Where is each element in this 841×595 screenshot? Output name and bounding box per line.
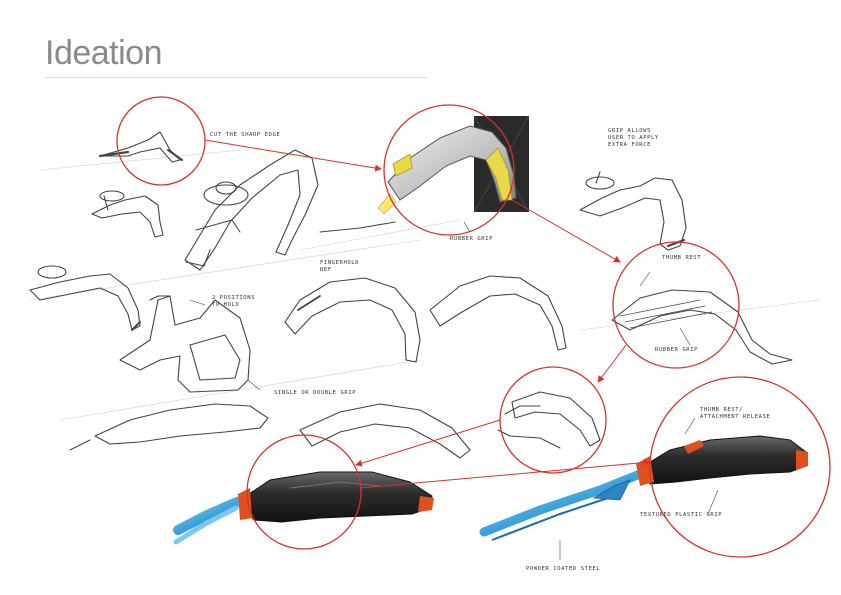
render-dark-grip-left [173, 471, 434, 545]
note-textured-grip: Textured plastic grip [640, 512, 723, 518]
note-grip-force-line: extra force [608, 141, 652, 148]
note-cut-edge: Cut the sharp edge [210, 132, 281, 138]
note-rubber-grip-top: Rubber grip [450, 236, 494, 242]
callout-circles [116, 96, 831, 558]
arrow-4 [355, 419, 501, 467]
note-grip-force: Grip allows user to apply extra force [608, 128, 659, 149]
note-fingerhold-line: Fingerhold [320, 260, 360, 266]
note-fingerhold: Fingerhold ref [320, 260, 359, 274]
sketch-top-right-grip [579, 171, 687, 251]
pencil-sketches [29, 131, 793, 459]
sketch-left-mid [29, 265, 141, 331]
sketch-bottom-left [69, 403, 269, 451]
sketch-mid-scraper [284, 277, 421, 363]
note-positions: 2 positions to hold [212, 295, 255, 309]
callout-circle-dark-right [649, 376, 831, 558]
sketch-arch-knob [184, 149, 319, 271]
note-grip-force-line: Grip allows [608, 128, 652, 134]
note-single-double: Single or double grip [274, 390, 357, 396]
sketch-double-grip [119, 295, 251, 393]
note-fingerhold-line: ref [320, 266, 332, 273]
note-thumb-rest: Thumb rest [662, 255, 702, 261]
construction-lines [29, 149, 821, 421]
note-powder-coated: Powder coated steel [526, 566, 601, 572]
note-thumb-release: Thumb rest/ Attachment release [700, 407, 770, 421]
arrow-5 [359, 459, 651, 489]
callout-circle-yellow-grip [383, 104, 515, 236]
sketch-right-arch [429, 275, 567, 351]
title-underline [46, 77, 426, 78]
note-positions-line: to hold [212, 301, 240, 308]
sketch-small-scraper [98, 131, 183, 163]
callout-circle-dark-left [246, 434, 362, 550]
note-rubber-grip: Rubber grip [655, 347, 699, 353]
render-dark-grip-right [479, 435, 808, 541]
callout-arrows [204, 139, 651, 489]
sketch-right-thumb-grip [611, 289, 793, 365]
sketch-left-scraper [91, 190, 164, 238]
arrow-3 [597, 344, 627, 383]
note-grip-force-line: user to apply [608, 134, 659, 141]
note-thumb-release-line: Attachment release [700, 413, 771, 420]
callout-circle-thumb-rest [612, 241, 740, 369]
callout-circle-small-scraper [116, 96, 206, 186]
sketch-circle-lower-right [497, 391, 601, 449]
sketch-bottom-middle [299, 403, 471, 459]
note-thumb-release-line: Thumb rest/ [700, 407, 744, 413]
callout-circle-lower-sketch [499, 366, 607, 474]
arrow-2 [511, 199, 621, 263]
note-positions-line: 2 positions [212, 295, 256, 301]
page-title: Ideation [45, 34, 163, 72]
arrow-1 [204, 139, 382, 172]
annotation-leaders [189, 221, 719, 560]
